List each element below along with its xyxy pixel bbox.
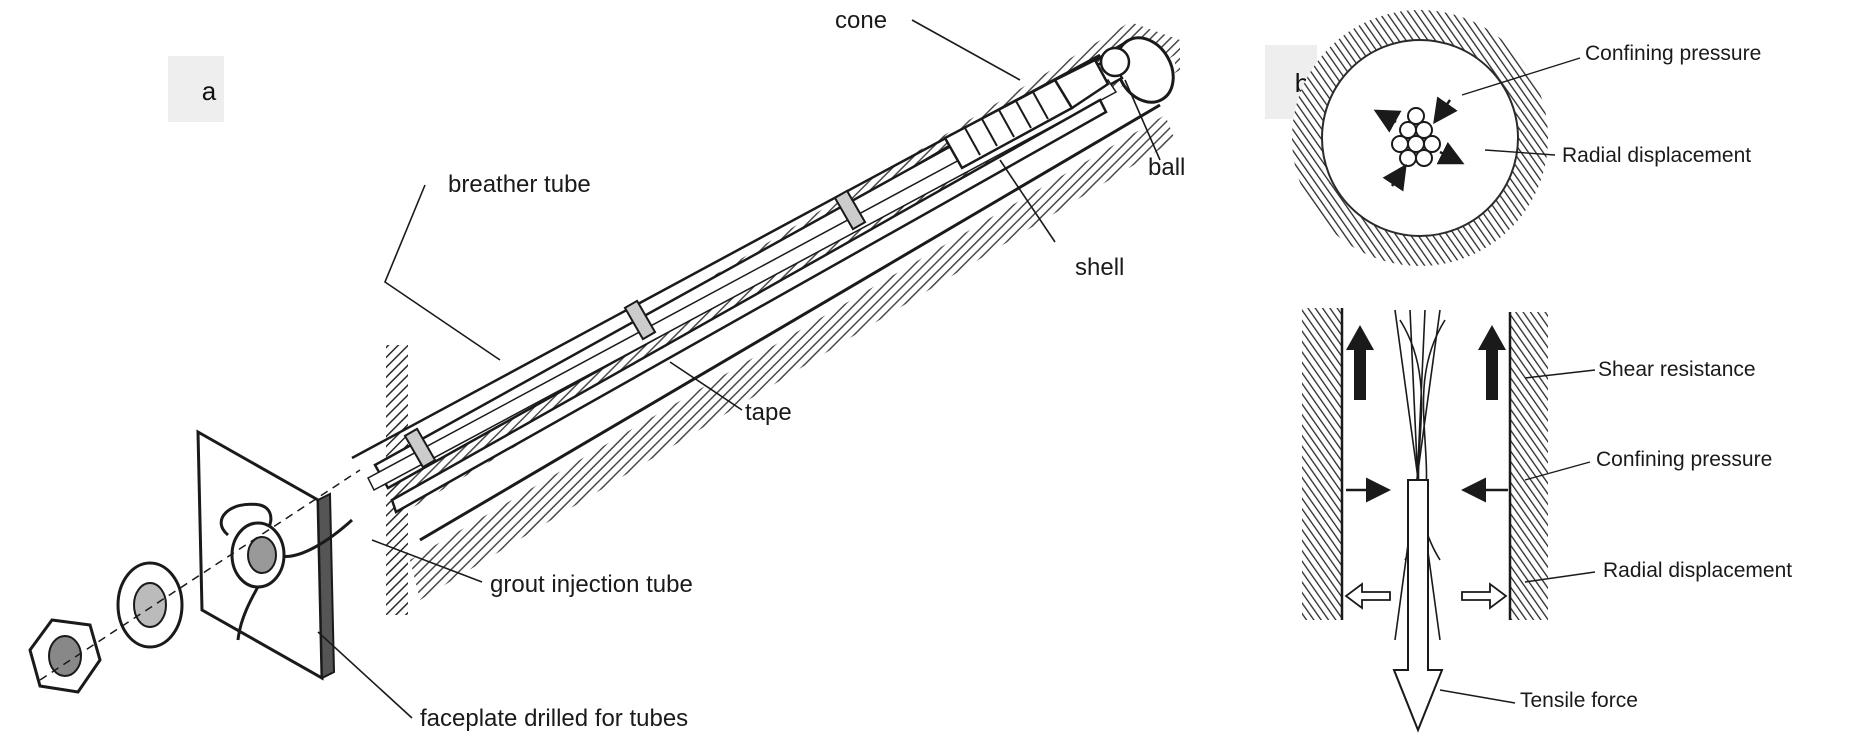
panel-a: a — [28, 7, 1185, 732]
label-shell: shell — [1075, 254, 1124, 281]
leader-lines-b — [1439, 57, 1596, 704]
label-shear-resistance: Shear resistance — [1598, 358, 1756, 381]
tape-bands — [403, 189, 867, 469]
panel-a-tag: a — [202, 76, 217, 106]
assembly-axis — [39, 469, 361, 681]
radial-arrow-left — [1344, 582, 1391, 610]
label-tensile-force: Tensile force — [1520, 689, 1638, 712]
label-radial-displacement-side: Radial displacement — [1603, 559, 1792, 582]
longitudinal-section — [1302, 308, 1548, 733]
panel-a-tag-box — [168, 56, 224, 122]
grout-injection-tube — [279, 518, 354, 558]
label-tape: tape — [745, 399, 792, 426]
shear-arrow-left — [1346, 325, 1374, 400]
cone — [1053, 58, 1110, 110]
panel-b: b — [1265, 10, 1792, 733]
strand-bundle — [1391, 107, 1441, 167]
hex-nut — [28, 618, 102, 694]
bolt-rod — [367, 56, 1124, 514]
label-grout-injection-tube: grout injection tube — [490, 571, 693, 598]
label-ball: ball — [1148, 154, 1185, 181]
label-cone: cone — [835, 7, 887, 34]
label-confining-pressure-top: Confining pressure — [1585, 42, 1761, 65]
ball — [1099, 46, 1131, 78]
label-radial-displacement-top: Radial displacement — [1562, 144, 1751, 167]
radial-arrow-right — [1461, 582, 1508, 610]
leader-lines-a — [317, 19, 1161, 719]
washer — [116, 561, 184, 649]
shear-arrow-right — [1478, 325, 1506, 400]
cross-section — [1292, 10, 1548, 266]
cross-section-arrows — [1373, 96, 1465, 192]
faceplate-edge — [316, 492, 336, 680]
label-confining-pressure-side: Confining pressure — [1596, 448, 1772, 471]
label-breather-tube: breather tube — [448, 171, 591, 198]
label-faceplate: faceplate drilled for tubes — [420, 705, 688, 732]
tensile-force-arrow — [1392, 479, 1444, 733]
